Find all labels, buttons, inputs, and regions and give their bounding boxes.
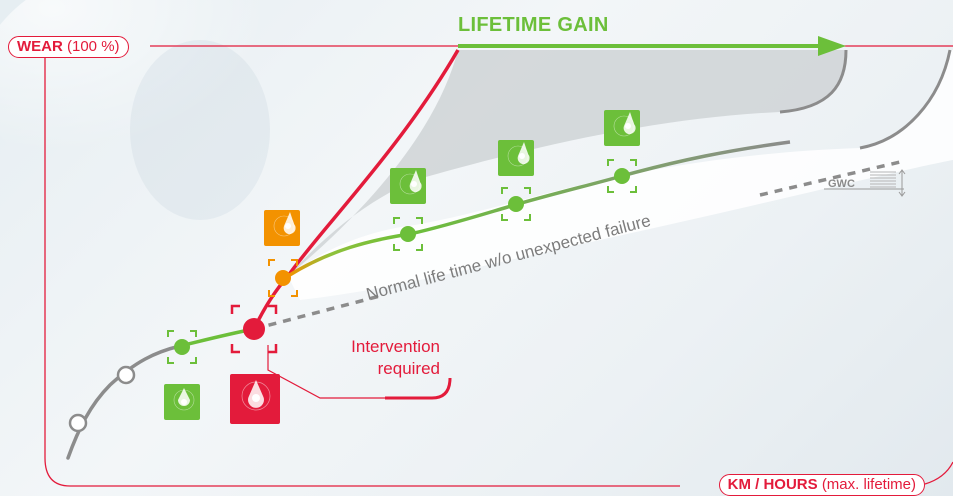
intervention-line-1: Intervention (351, 337, 440, 356)
monitor-point-3 (501, 187, 531, 221)
normal-life-band (288, 50, 953, 300)
wear-point-1 (68, 413, 88, 433)
intervention-label: Intervention required (300, 336, 440, 380)
warning-point (268, 259, 298, 297)
monitor-point-2 (393, 217, 423, 251)
intervention-underline (385, 377, 452, 400)
gwc-label: GWC (828, 178, 855, 190)
gain-edge-line (779, 49, 848, 114)
x-axis-end-curve (924, 461, 953, 485)
monitor-point-4 (607, 159, 637, 193)
sensor-drop-icon (230, 374, 280, 424)
normal-lifetime-dashed-start (253, 294, 381, 331)
background-flask-shape (130, 40, 270, 220)
monitor-point-1 (167, 330, 197, 364)
y-axis-label-unit: (100 %) (67, 38, 120, 55)
sensor-drop-icon (164, 384, 200, 420)
lifetime-gain-area (288, 50, 846, 276)
extended-curve-green (409, 140, 791, 236)
lifetime-gain-arrow-head (818, 36, 846, 56)
outer-edge-line (859, 49, 952, 150)
x-axis-label-bold: KM / HOURS (727, 476, 818, 493)
y-axis-label-bold: WEAR (17, 38, 63, 55)
intervention-line-2: required (377, 359, 440, 378)
x-axis-label-unit: (max. lifetime) (821, 476, 916, 493)
y-axis-label: WEAR (100 %) (8, 36, 129, 58)
extended-curve-orange (287, 232, 411, 278)
sensor-drop-icon (604, 110, 640, 146)
x-axis-line (44, 56, 680, 487)
lifetime-gain-title: LIFETIME GAIN (458, 14, 609, 36)
wear-point-2 (116, 365, 136, 385)
sensor-drop-icon (390, 168, 426, 204)
x-axis-label: KM / HOURS (max. lifetime) (718, 474, 925, 496)
gwc-gauge-icon (824, 169, 906, 197)
wear-curve-early (66, 344, 182, 460)
sensor-drop-icon (498, 140, 534, 176)
sensor-drop-icon (264, 210, 300, 246)
intervention-point (230, 304, 278, 354)
